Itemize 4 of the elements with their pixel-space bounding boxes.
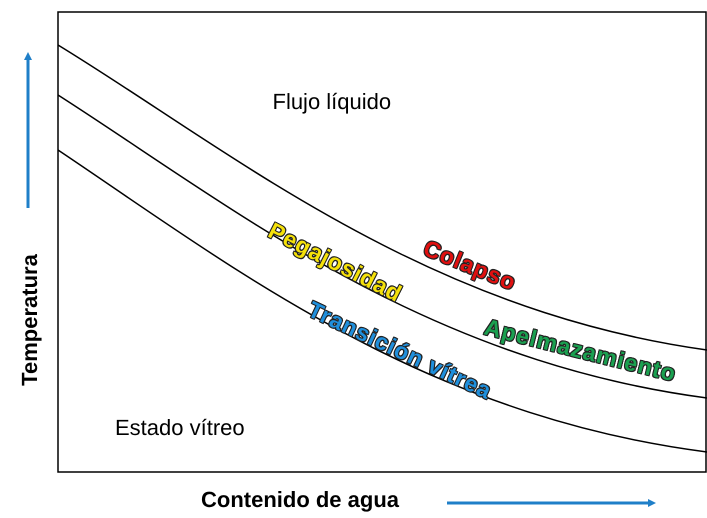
axis-title: Contenido de agua [201,487,399,513]
axis-title: Temperatura [16,254,43,386]
region-label: Estado vítreo [115,415,245,441]
region-label: Flujo líquido [272,89,392,115]
